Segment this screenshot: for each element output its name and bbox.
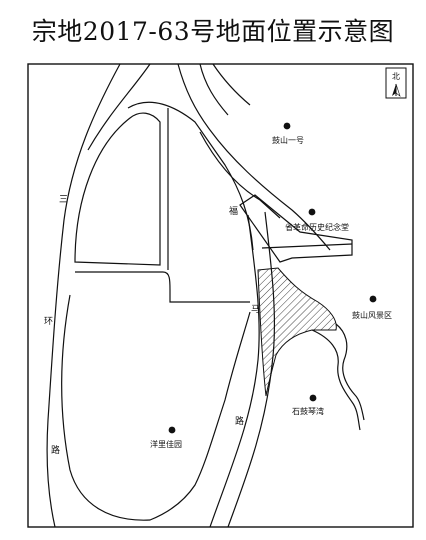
label-shigu-qinwan: 石鼓琴湾 <box>292 406 324 416</box>
road-label-fuma-2: 马 <box>251 304 260 315</box>
marker-geming-lishi <box>308 208 316 216</box>
road-label-sanhuan-2: 环 <box>44 316 53 327</box>
marker-shigu-qinwan <box>309 394 317 402</box>
label-yangli-jiayuan: 洋里佳园 <box>150 439 182 449</box>
label-geming-lishi: 省革命历史纪念堂 <box>285 222 349 232</box>
city-blocks <box>61 63 353 521</box>
stream <box>311 323 365 431</box>
road-label-fuma-3: 路 <box>235 415 244 427</box>
north-arrow-icon <box>385 67 407 99</box>
marker-gushan-fengjing <box>369 295 377 303</box>
road-label-sanhuan-3: 路 <box>51 444 60 456</box>
sanhuan-road <box>46 63 151 528</box>
marker-gushan-yihao <box>283 122 291 130</box>
page-title: 宗地2017-63号地面位置示意图 <box>31 17 395 46</box>
subject-parcel <box>257 267 337 397</box>
marker-yangli-jiayuan <box>168 426 176 434</box>
label-gushan-fengjing: 鼓山风景区 <box>352 310 392 320</box>
map-frame <box>27 63 414 528</box>
north-label: 北 <box>392 72 400 81</box>
road-label-sanhuan-1: 三 <box>59 195 68 205</box>
road-label-fuma-1: 福 <box>229 205 238 217</box>
label-gushan-yihao: 鼓山一号 <box>272 135 304 145</box>
